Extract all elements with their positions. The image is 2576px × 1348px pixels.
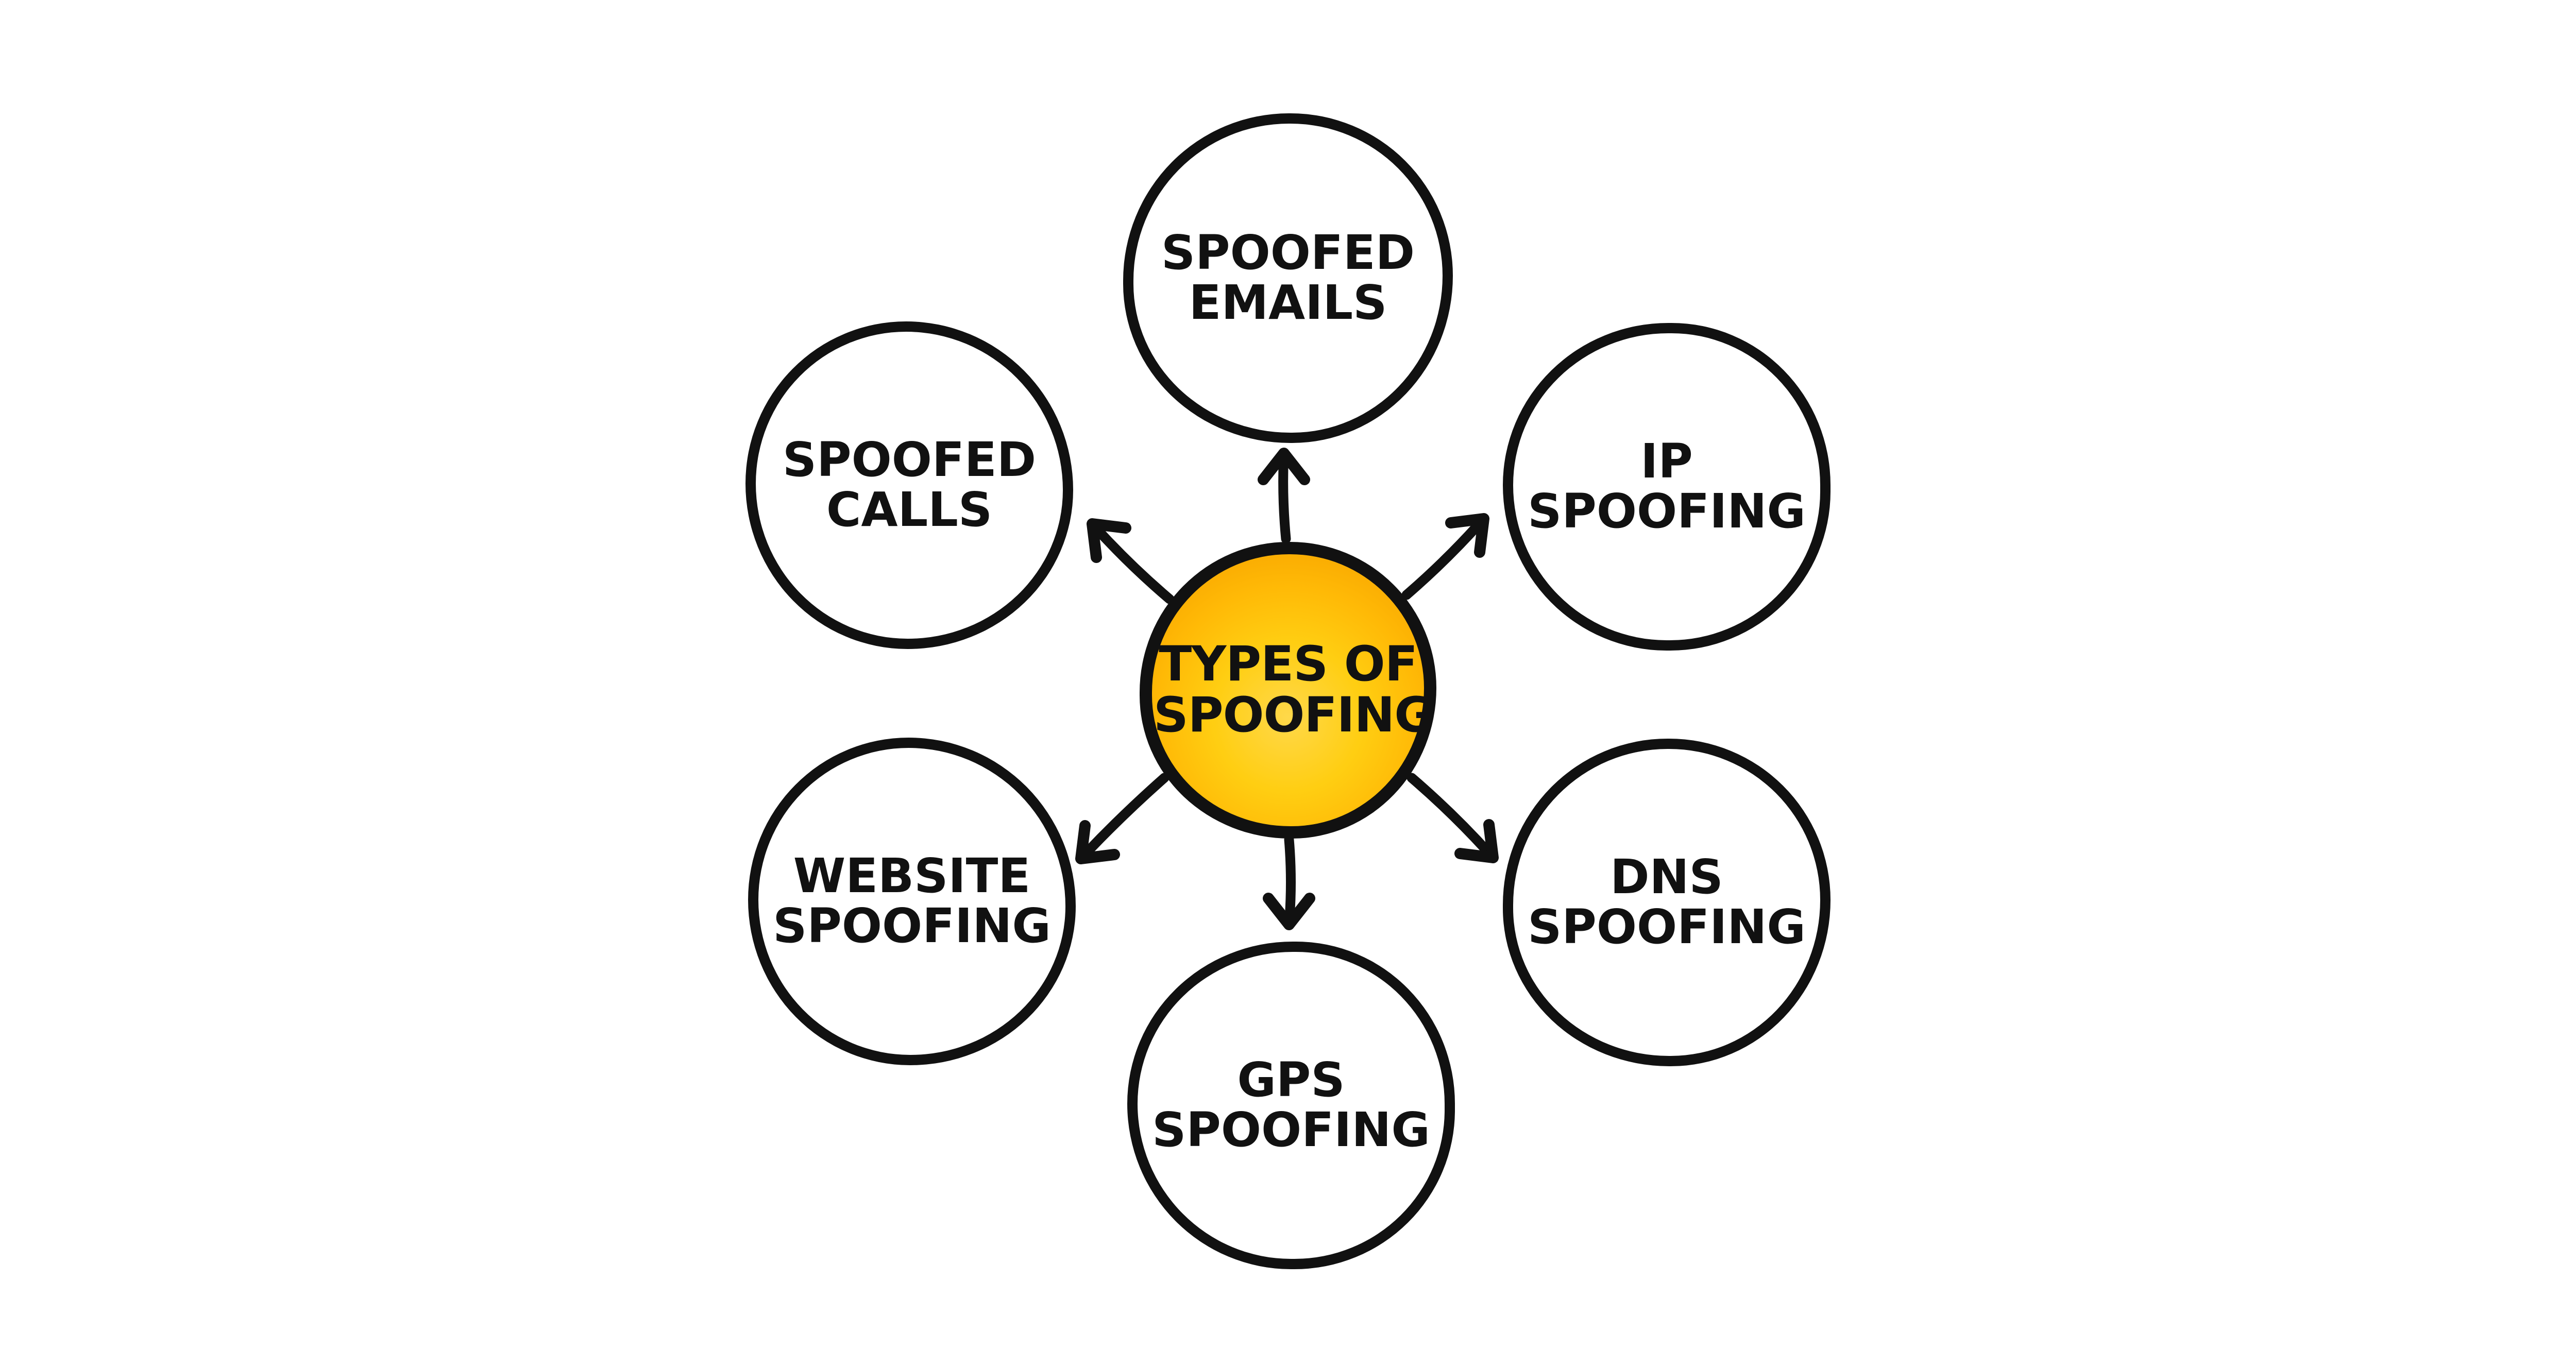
arrow-to-website-spoofing [1075, 773, 1170, 864]
arrowhead-lower-left-icon [1075, 820, 1120, 864]
node-website-spoofing: WEBSITE SPOOFING [748, 738, 1076, 1065]
arrow-shaft-bottom [1284, 834, 1296, 930]
node-ip-spoofing-label: IP SPOOFING [1528, 434, 1806, 539]
arrowhead-top-icon [1258, 448, 1310, 485]
node-types-of-spoofing: TYPES OF SPOOFING [1140, 542, 1436, 839]
arrow-to-dns-spoofing [1406, 773, 1499, 863]
arrow-shaft-lower-right [1406, 773, 1498, 863]
node-spoofed-calls: SPOOFED CALLS [745, 321, 1073, 649]
node-gps-spoofing: GPS SPOOFING [1127, 942, 1455, 1269]
node-spoofed-emails-label: SPOOFED EMAILS [1161, 225, 1415, 330]
arrow-to-ip-spoofing [1401, 513, 1489, 600]
arrowhead-upper-left-icon [1087, 518, 1131, 563]
node-gps-spoofing-label: GPS SPOOFING [1152, 1052, 1430, 1157]
arrow-shaft-lower-left [1076, 773, 1170, 864]
arrow-to-gps-spoofing [1263, 834, 1315, 930]
arrowhead-bottom-icon [1263, 893, 1315, 930]
arrow-shaft-upper-right [1401, 514, 1489, 600]
node-dns-spoofing-label: DNS SPOOFING [1528, 849, 1806, 954]
node-spoofed-emails: SPOOFED EMAILS [1123, 113, 1453, 443]
node-spoofed-calls-label: SPOOFED CALLS [782, 432, 1037, 537]
arrow-shaft-top [1278, 448, 1291, 544]
arrow-shaft-upper-left [1087, 519, 1175, 604]
arrow-to-spoofed-calls [1087, 518, 1175, 604]
arrow-to-spoofed-emails [1258, 448, 1310, 544]
node-ip-spoofing: IP SPOOFING [1503, 323, 1831, 651]
arrowhead-upper-right-icon [1445, 513, 1489, 558]
node-website-spoofing-label: WEBSITE SPOOFING [773, 848, 1051, 953]
arrowhead-lower-right-icon [1454, 819, 1499, 863]
node-dns-spoofing: DNS SPOOFING [1503, 739, 1831, 1066]
node-types-of-spoofing-label: TYPES OF SPOOFING [1154, 636, 1434, 743]
